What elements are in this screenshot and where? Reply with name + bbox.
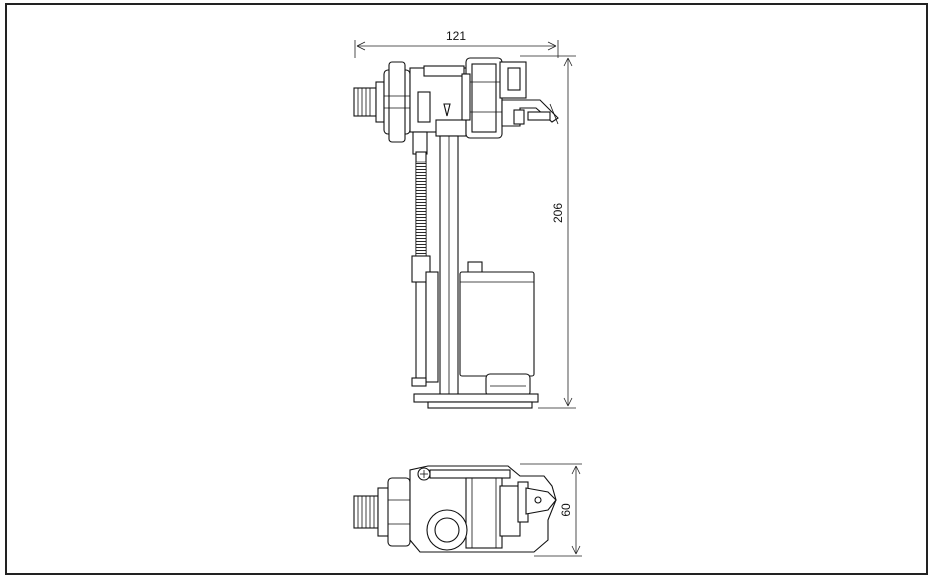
width-dimension: 121 [354, 29, 559, 58]
inlet-thread [353, 81, 385, 123]
top-outlet [426, 509, 468, 551]
depth-label: 60 [559, 503, 573, 517]
height-label: 206 [551, 203, 565, 223]
rod-thread-upper [415, 161, 427, 259]
adjust-rod [411, 151, 439, 387]
riser-tube [439, 135, 459, 397]
height-dimension: 206 [520, 55, 576, 409]
lever-arm [499, 61, 559, 127]
float-cup [459, 261, 535, 397]
top-inlet-thread [353, 495, 379, 529]
drawing-frame [5, 3, 928, 575]
inlet-nut [383, 61, 411, 143]
base-plate [413, 393, 539, 409]
top-inlet-nut [377, 477, 411, 547]
front-view: 121 206 [353, 29, 576, 409]
top-cap [461, 57, 503, 139]
top-view: 60 [353, 463, 582, 557]
depth-dimension: 60 [520, 463, 582, 557]
width-label: 121 [446, 29, 466, 43]
